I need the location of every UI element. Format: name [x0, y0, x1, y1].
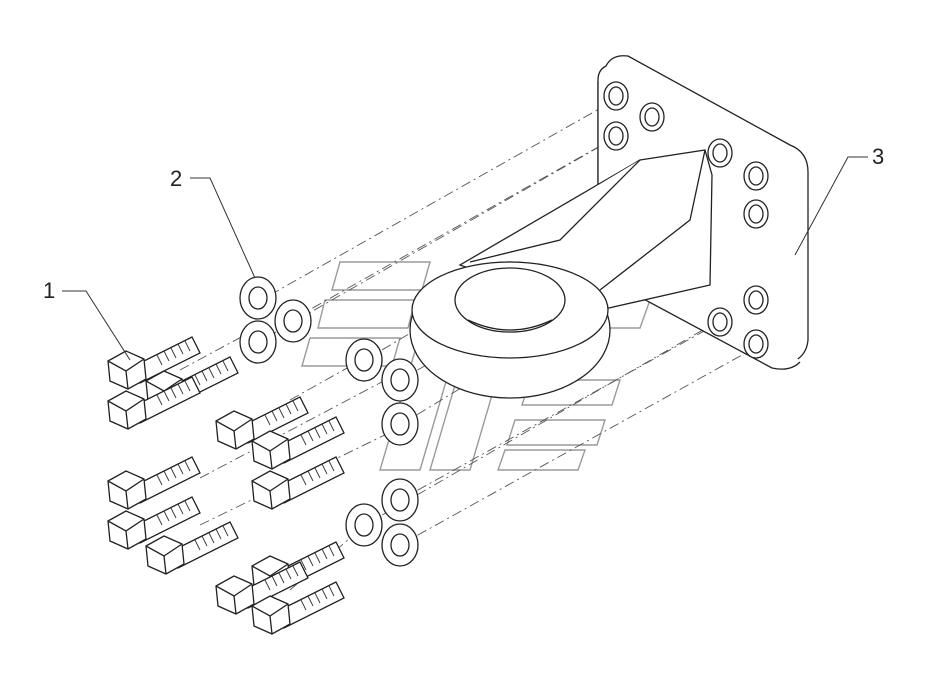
- leader-lines: [62, 156, 868, 361]
- washer: [381, 358, 419, 402]
- washers-part-2: [239, 276, 419, 567]
- washer: [345, 338, 383, 382]
- bracket-holes: [603, 81, 769, 359]
- bolts-part-1: [107, 336, 345, 635]
- washer: [274, 299, 312, 343]
- callout-1: 1: [43, 278, 56, 303]
- callout-2: 2: [170, 166, 183, 191]
- washer: [381, 523, 419, 567]
- washer: [381, 478, 419, 522]
- bracket-part-3: [409, 55, 809, 399]
- washer: [239, 320, 277, 364]
- washer: [345, 503, 383, 547]
- washer: [239, 276, 277, 320]
- washer: [381, 402, 419, 446]
- callout-3: 3: [872, 144, 885, 169]
